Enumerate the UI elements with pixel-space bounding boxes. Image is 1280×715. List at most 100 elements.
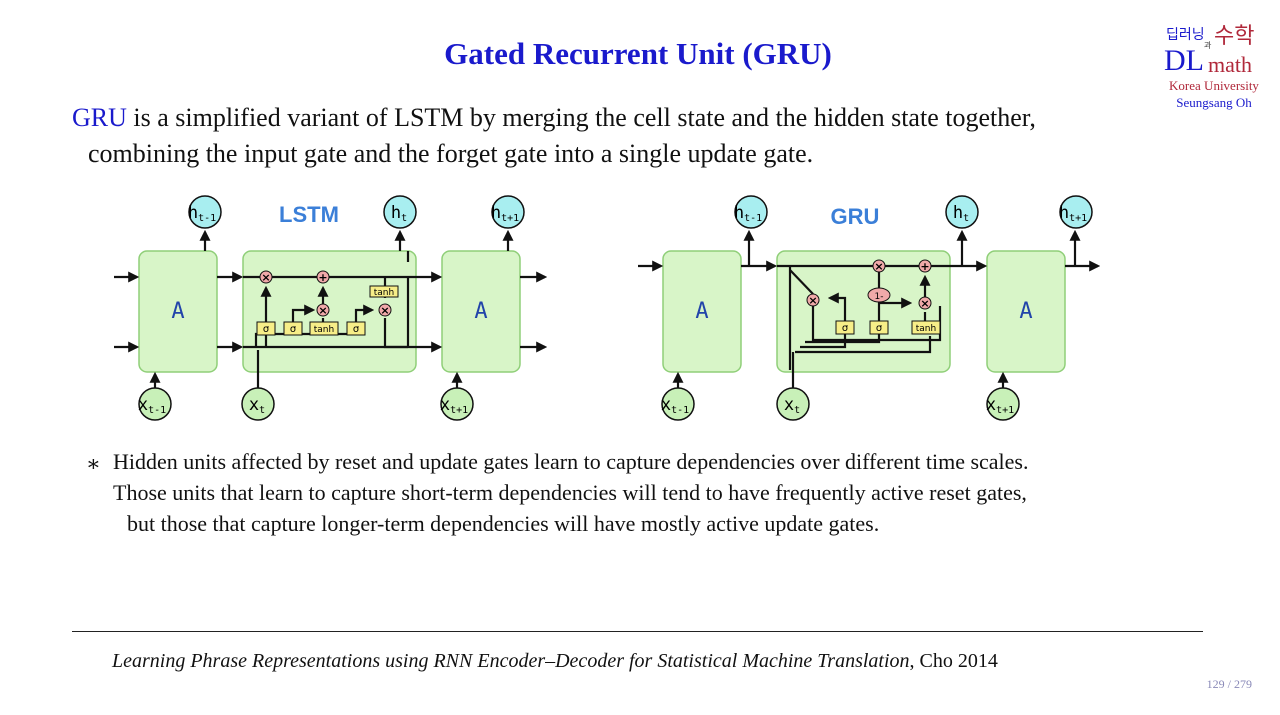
lstm-op-output-mult bbox=[378, 303, 392, 317]
gru-ops: × + × × bbox=[806, 259, 932, 310]
bullet-line-3: but those that capture longer-term depen… bbox=[127, 511, 880, 536]
lstm-x-next-node bbox=[440, 387, 474, 421]
lstm-label: LSTM bbox=[279, 202, 339, 227]
gru-op-add-label: + bbox=[920, 260, 929, 273]
lstm-op-forget-mult-label: × bbox=[261, 271, 270, 284]
gru-h-cur-node bbox=[945, 195, 979, 229]
gru-gates: σ σ tanh 1- bbox=[835, 287, 941, 335]
gru-x-cur-node bbox=[776, 387, 810, 421]
gru-op-mult-reset bbox=[806, 293, 820, 307]
gru-h-prev-label: ht-1 bbox=[734, 203, 762, 224]
lstm-op-input-mult bbox=[316, 303, 330, 317]
logo-dl: DL bbox=[1164, 44, 1204, 77]
gru-h-prev-node bbox=[734, 195, 768, 229]
logo-korean-mid: 과 bbox=[1204, 41, 1212, 50]
gru-x-cur-label: xt bbox=[784, 395, 800, 416]
lstm-gate-output-label: σ bbox=[353, 324, 360, 335]
lstm-cell-prev bbox=[138, 250, 218, 373]
footnote-rule bbox=[72, 631, 1203, 632]
intro-term: GRU bbox=[72, 103, 127, 132]
gru-x-next-label: xt+1 bbox=[986, 395, 1014, 416]
logo-author: Seungsang Oh bbox=[1176, 95, 1252, 110]
lstm-cell-next bbox=[441, 250, 521, 373]
gru-gate-update-label: σ bbox=[876, 323, 883, 334]
gru-h-next-label: ht+1 bbox=[1059, 203, 1087, 224]
gru-one-minus bbox=[867, 287, 891, 303]
reference-suffix: , Cho 2014 bbox=[909, 650, 998, 672]
lstm-x-next-label: xt+1 bbox=[440, 395, 468, 416]
lstm-nodes: ht-1 ht ht+1 xt-1 xt xt+1 bbox=[138, 195, 525, 421]
lstm-gate-forget bbox=[256, 321, 276, 336]
gru-gate-candidate-label: tanh bbox=[916, 324, 936, 334]
lstm-op-add bbox=[316, 270, 330, 284]
gru-op-mult-update bbox=[918, 296, 932, 310]
reference: Learning Phrase Representations using RN… bbox=[112, 650, 998, 673]
bullet-line-1: Hidden units affected by reset and updat… bbox=[113, 449, 1029, 474]
gru-nodes: ht-1 ht ht+1 xt-1 xt xt+1 bbox=[661, 195, 1093, 421]
lstm-tanh-out bbox=[369, 285, 399, 298]
bullet-marker: ∗ bbox=[86, 451, 101, 476]
lstm-cell-prev-label: A bbox=[171, 299, 184, 324]
logo: 딥러닝 과 수학 DL math Korea University Seungs… bbox=[1160, 18, 1268, 111]
intro-line-2: combining the input gate and the forget … bbox=[88, 139, 814, 168]
lstm-h-cur-node bbox=[383, 195, 417, 229]
lstm-h-next-label: ht+1 bbox=[491, 203, 519, 224]
bullet-line-2: Those units that learn to capture short-… bbox=[113, 480, 1027, 505]
logo-korean-right: 수학 bbox=[1214, 24, 1255, 49]
gru-one-minus-label: 1- bbox=[875, 292, 884, 302]
lstm-h-next-node bbox=[491, 195, 525, 229]
lstm-op-input-mult-label: × bbox=[318, 304, 327, 317]
lstm-gate-input bbox=[283, 321, 303, 336]
gru-diagram bbox=[638, 229, 1101, 390]
gru-gate-candidate bbox=[911, 320, 941, 335]
lstm-tanh-out-label: tanh bbox=[374, 288, 394, 298]
rnn-diagram: σ σ tanh σ tanh × + × × ht-1 ht ht+1 xt-… bbox=[114, 195, 1101, 421]
gru-x-next-node bbox=[986, 387, 1020, 421]
lstm-diagram bbox=[114, 229, 548, 390]
gru-op-add bbox=[918, 259, 932, 273]
lstm-gates: σ σ tanh σ tanh bbox=[256, 285, 399, 336]
intro-line-1-text: is a simplified variant of LSTM by mergi… bbox=[126, 103, 1036, 132]
lstm-gate-output bbox=[346, 321, 366, 336]
lstm-h-prev-label: ht-1 bbox=[188, 203, 216, 224]
slide-title: Gated Recurrent Unit (GRU) bbox=[444, 36, 832, 71]
lstm-ops: × + × × bbox=[259, 270, 392, 317]
page-number: 129 / 279 bbox=[1206, 677, 1252, 691]
gru-gate-update bbox=[869, 320, 889, 335]
lstm-gate-input-label: σ bbox=[290, 324, 297, 335]
gru-op-mult-update-label: × bbox=[920, 297, 929, 310]
lstm-op-forget-mult bbox=[259, 270, 273, 284]
gru-cell-prev-label: A bbox=[695, 299, 708, 324]
gru-gate-reset bbox=[835, 320, 855, 335]
gru-gate-reset-label: σ bbox=[842, 323, 849, 334]
reference-title: Learning Phrase Representations using RN… bbox=[112, 650, 910, 672]
gru-h-next-node bbox=[1059, 195, 1093, 229]
logo-university: Korea University bbox=[1169, 78, 1259, 93]
gru-cell-next-label: A bbox=[1019, 299, 1032, 324]
lstm-gate-forget-label: σ bbox=[263, 324, 270, 335]
lstm-gate-candidate-label: tanh bbox=[314, 325, 334, 335]
lstm-x-prev-label: xt-1 bbox=[138, 395, 166, 416]
lstm-op-output-mult-label: × bbox=[380, 304, 389, 317]
gru-h-cur-label: ht bbox=[953, 203, 969, 224]
lstm-x-prev-node bbox=[138, 387, 172, 421]
gru-op-mult-top-label: × bbox=[874, 260, 883, 273]
gru-x-prev-node bbox=[661, 387, 695, 421]
lstm-gate-candidate bbox=[309, 321, 339, 336]
gru-op-mult-top bbox=[872, 259, 886, 273]
lstm-h-prev-node bbox=[188, 195, 222, 229]
gru-op-mult-reset-label: × bbox=[808, 294, 817, 307]
lstm-op-add-label: + bbox=[318, 271, 327, 284]
logo-math: math bbox=[1208, 52, 1252, 77]
lstm-cell-current bbox=[242, 250, 417, 373]
lstm-x-cur-node bbox=[241, 387, 275, 421]
gru-label: GRU bbox=[831, 204, 880, 229]
intro-paragraph: GRU is a simplified variant of LSTM by m… bbox=[72, 100, 1036, 172]
gru-cell-prev bbox=[662, 250, 742, 373]
lstm-h-cur-label: ht bbox=[391, 203, 407, 224]
gru-cell-next bbox=[986, 250, 1066, 373]
intro-line-1: GRU is a simplified variant of LSTM by m… bbox=[72, 100, 1036, 136]
logo-korean-left: 딥러닝 bbox=[1166, 27, 1205, 43]
lstm-cell-next-label: A bbox=[474, 299, 487, 324]
lstm-x-cur-label: xt bbox=[249, 395, 265, 416]
